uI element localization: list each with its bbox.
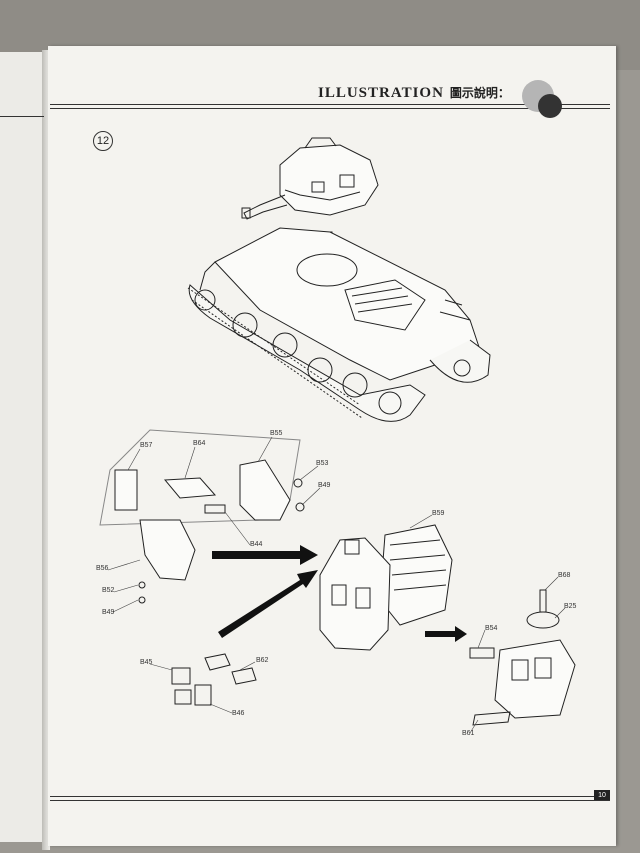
part-label: B25 <box>564 603 577 610</box>
header-title-zh: 圖示說明： <box>449 86 510 100</box>
small-plates <box>171 653 257 706</box>
page-number: 10 <box>594 790 610 800</box>
left-page-edge <box>0 52 44 842</box>
part-label: B68 <box>558 572 571 579</box>
part-label: B49 <box>102 609 115 616</box>
header-title-en: ILLUSTRATION <box>318 85 444 101</box>
part-label: B61 <box>462 730 475 737</box>
header-rule-bottom <box>50 108 610 109</box>
header-rule-top <box>50 104 610 105</box>
step-number: 12 <box>93 131 113 151</box>
part-label: B44 <box>250 541 263 548</box>
part-label: B57 <box>140 442 153 449</box>
part-label: B45 <box>140 659 153 666</box>
footer-rule-thin <box>50 800 610 801</box>
footer-rule <box>50 796 610 797</box>
part-label: B54 <box>485 625 498 632</box>
part-label: B56 <box>96 565 109 572</box>
part-label: B46 <box>232 710 245 717</box>
track-drawing <box>187 284 491 422</box>
final-part <box>469 589 576 726</box>
part-label: B64 <box>193 440 206 447</box>
part-label: B62 <box>256 657 269 664</box>
exploded-parts-left <box>99 429 305 604</box>
assembled-front-section <box>319 524 453 651</box>
part-label: B52 <box>102 587 115 594</box>
part-label: B49 <box>318 482 331 489</box>
page-header: ILLUSTRATION 圖示說明： <box>318 84 510 102</box>
book-gutter <box>42 50 50 850</box>
part-label: B55 <box>270 430 283 437</box>
header-decor-circles <box>522 80 562 118</box>
turret-drawing <box>241 137 379 220</box>
part-label: B53 <box>316 460 329 467</box>
left-page-rule <box>0 116 44 117</box>
part-label: B59 <box>432 510 445 517</box>
